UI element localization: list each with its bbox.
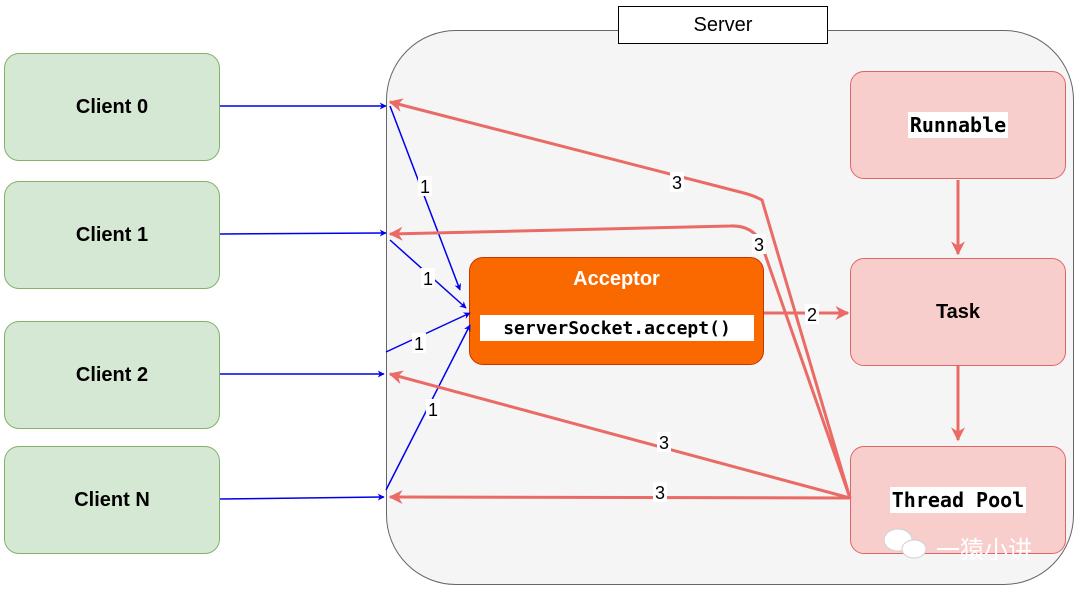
edge-label-step3-a: 3 (672, 173, 682, 193)
edge-label-step1-c: 1 (414, 334, 424, 354)
arrow-step3-clientn (388, 490, 851, 505)
edge-label-step2: 2 (807, 305, 817, 325)
edge-label-step1-b: 1 (423, 269, 433, 289)
acceptor-title: Acceptor (573, 268, 660, 290)
accept-call-label: serverSocket.accept() (480, 315, 754, 341)
arrow-step1-c (385, 312, 471, 353)
arrow-step3-client0 (388, 98, 852, 499)
wechat-watermark-icon (883, 528, 927, 559)
edge-label-step1-d: 1 (428, 400, 438, 420)
thread-pool-label: Thread Pool (889, 487, 1027, 513)
runnable-box[interactable]: Runnable (850, 71, 1066, 179)
edge-label-step3-c: 3 (659, 433, 669, 453)
watermark-text: 一猿小讲 (936, 537, 1032, 564)
edge-label-step3-b: 3 (754, 235, 764, 255)
edge-label-step1-a: 1 (420, 177, 430, 197)
server-label: Server (618, 6, 828, 44)
client-0-box[interactable]: Client 0 (4, 53, 220, 161)
runnable-label: Runnable (907, 112, 1009, 138)
acceptor-box[interactable]: Acceptor serverSocket.accept() (469, 257, 764, 365)
arrow-step3-client2 (388, 370, 851, 500)
client-2-box[interactable]: Client 2 (4, 321, 220, 429)
arrow-clientn-in (219, 493, 385, 501)
arrow-client1-in (219, 229, 387, 237)
edge-label-step3-d: 3 (655, 483, 665, 503)
client-1-box[interactable]: Client 1 (4, 181, 220, 289)
arrow-step1-a (389, 105, 462, 291)
client-n-box[interactable]: Client N (4, 446, 220, 554)
task-label: Task (935, 300, 981, 323)
task-box[interactable]: Task (850, 258, 1066, 366)
